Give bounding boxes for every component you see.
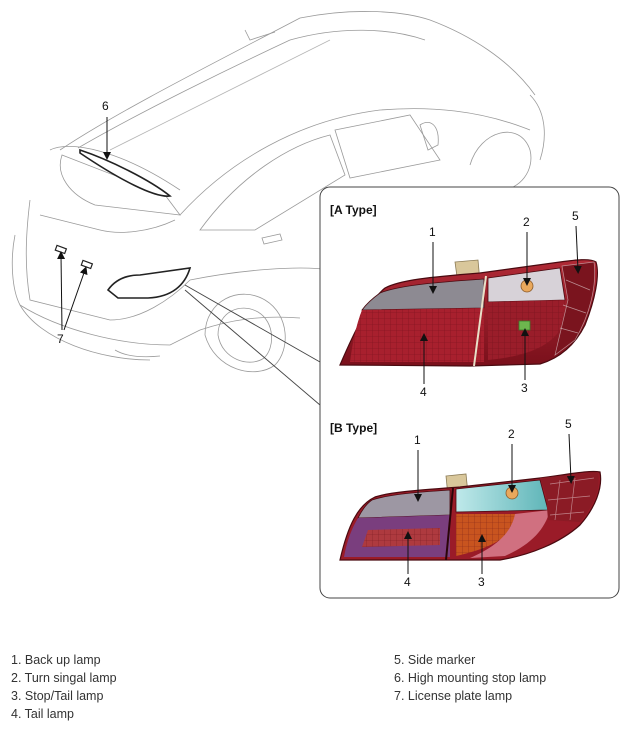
legend-item-turn-signal-lamp: 2. Turn singal lamp [11,671,117,685]
callout-a-4: 4 [420,385,427,399]
leader-7a [57,251,66,331]
legend-item-back-up-lamp: 1. Back up lamp [11,653,101,667]
callout-b-5: 5 [565,417,572,431]
vehicle-outline [11,11,545,373]
callout-a-5: 5 [572,209,579,223]
callout-7: 7 [57,332,64,346]
legend-item-side-marker: 5. Side marker [394,653,476,667]
callout-a-1: 1 [429,225,436,239]
callout-b-4: 4 [404,575,411,589]
zoom-line-bottom [184,289,321,406]
leader-a-5 [573,225,582,274]
car-tail-lamp-shape [106,267,192,299]
legend-item-tail-lamp: 4. Tail lamp [11,707,74,721]
callout-b-3: 3 [478,575,485,589]
leader-b-5 [566,433,575,484]
legend-right: 5. Side marker 6. High mounting stop lam… [394,651,546,705]
legend-item-license-plate-lamp: 7. License plate lamp [394,689,513,703]
legend-item-high-mount-stop-lamp: 6. High mounting stop lamp [394,671,547,685]
callout-a-2: 2 [523,215,530,229]
type-a-label: [A Type] [330,203,377,217]
callout-6: 6 [102,99,109,113]
callout-b-2: 2 [508,427,515,441]
license-plate-lamp-right [80,259,94,270]
zoom-line-top [184,284,321,363]
legend-left: 1. Back up lamp 2. Turn singal lamp 3. S… [11,651,117,723]
type-b-label: [B Type] [330,421,377,435]
callout-b-1: 1 [414,433,421,447]
high-mount-stop-lamp-shape [79,148,172,197]
callout-a-3: 3 [521,381,528,395]
license-plate-lamp-left [54,244,68,255]
legend-item-stop-tail-lamp: 3. Stop/Tail lamp [11,689,104,703]
leader-7b [63,266,88,331]
